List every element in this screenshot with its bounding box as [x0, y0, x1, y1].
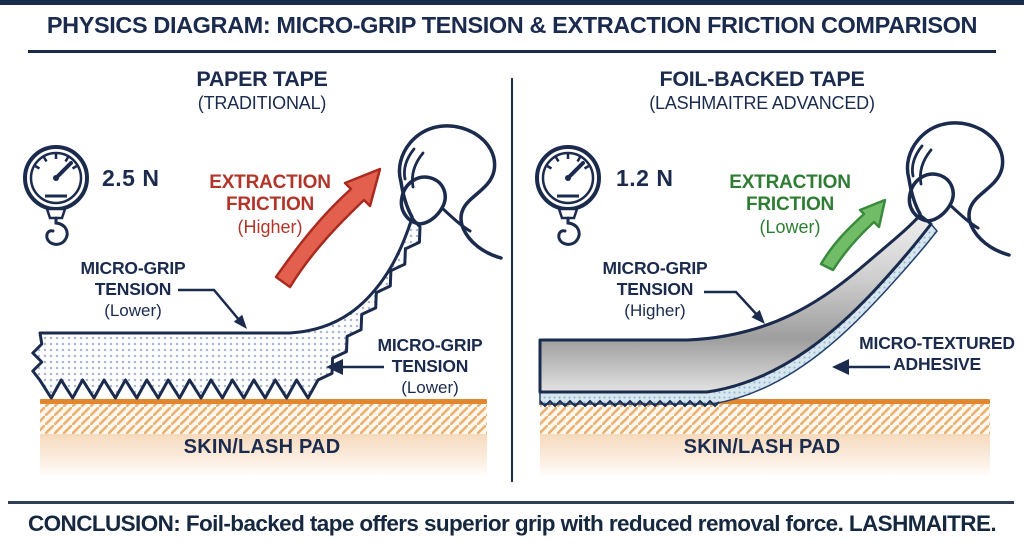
conclusion-body: Foil-backed tape offers superior grip wi… [185, 511, 997, 536]
page-title: PHYSICS DIAGRAM: MICRO-GRIP TENSION & EX… [46, 12, 978, 38]
right-surface-label: SKIN/LASH PAD [683, 436, 841, 458]
right-force-reading: 1.2 N [616, 165, 674, 191]
left-panel-title: PAPER TAPE [196, 67, 328, 91]
pinching-hand-icon [905, 121, 1011, 257]
extraction-arrow-red-icon [274, 167, 382, 289]
left-panel-subtitle: (TRADITIONAL) [197, 93, 327, 113]
left-microgrip-pointer-arrow [178, 288, 247, 329]
force-gauge-icon [535, 145, 601, 246]
right-adhesive-pointer-arrow [832, 359, 890, 375]
left-surface-graphic [40, 399, 487, 477]
conclusion-prefix: CONCLUSION: [28, 511, 181, 536]
conclusion-divider [8, 501, 1014, 504]
right-extraction-friction-label: EXTRACTION FRICTION (Lower) [729, 172, 851, 237]
left-microgrip-label-bottom: MICRO-GRIP TENSION (Lower) [377, 335, 483, 397]
right-microgrip-pointer-arrow [704, 290, 765, 324]
left-extraction-friction-label: EXTRACTION FRICTION (Higher) [209, 172, 331, 237]
foil-tape-shape [538, 213, 933, 394]
left-force-reading: 2.5 N [102, 165, 160, 191]
left-panel-heading: PAPER TAPE (TRADITIONAL) [60, 67, 464, 115]
pinching-hand-icon [397, 124, 503, 260]
right-microgrip-label: MICRO-GRIP TENSION (Higher) [602, 258, 708, 320]
paper-tape-shape [31, 216, 422, 400]
title-underline [28, 50, 996, 53]
left-surface-label: SKIN/LASH PAD [183, 436, 341, 458]
conclusion-text: CONCLUSION: Foil-backed tape offers supe… [28, 511, 1018, 537]
right-panel-heading: FOIL-BACKED TAPE (LASHMAITRE ADVANCED) [560, 67, 964, 115]
left-microgrip-label-top: MICRO-GRIP TENSION (Lower) [80, 258, 186, 320]
right-adhesive-label: MICRO-TEXTURED ADHESIVE [859, 333, 1015, 374]
top-border-bar [0, 0, 1024, 5]
panel-divider [511, 78, 513, 482]
left-diagram-graphic [23, 124, 503, 477]
extraction-arrow-green-icon [819, 198, 887, 272]
right-diagram-graphic [535, 121, 1011, 477]
left-teeth-pointer-arrow [326, 359, 384, 375]
force-gauge-icon [23, 145, 89, 246]
right-panel-title: FOIL-BACKED TAPE [659, 67, 865, 91]
right-panel-subtitle: (LASHMAITRE ADVANCED) [649, 93, 875, 113]
